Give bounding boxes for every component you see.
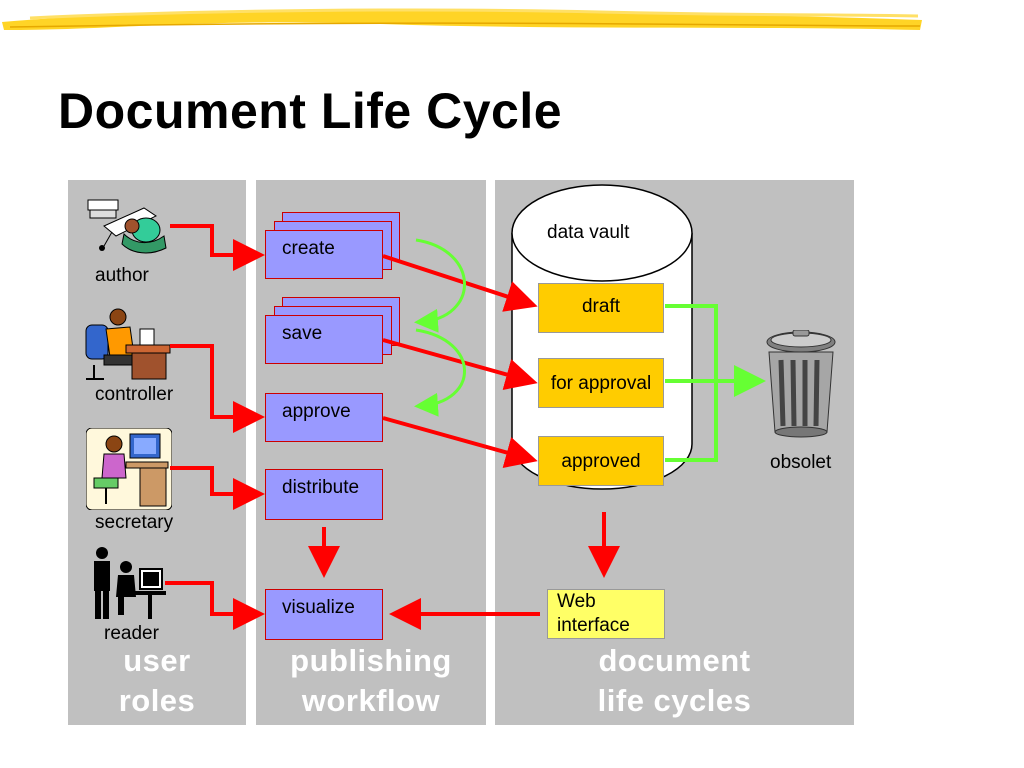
workflow-step-visualize-label: visualize	[282, 597, 355, 618]
web-interface-line1: Web	[557, 591, 596, 612]
workflow-step-create: create	[265, 230, 383, 279]
state-draft: draft	[538, 283, 664, 333]
highlighter-stroke	[2, 8, 922, 30]
publishing-workflow-label-line1: publishing	[290, 643, 452, 678]
author-at-desk-icon	[87, 199, 167, 254]
reader-at-computer-icon	[94, 547, 166, 619]
state-for-approval: for approval	[538, 358, 664, 408]
document-life-cycles-label-line2: life cycles	[597, 683, 752, 718]
role-controller-label: controller	[95, 384, 174, 405]
secretary-at-computer-icon	[86, 428, 172, 510]
state-for-approval-label: for approval	[550, 373, 652, 394]
controller-on-phone-icon	[85, 308, 171, 380]
arrow-draft-to-obsolete	[665, 304, 718, 381]
arrow-save-to-for-approval	[382, 338, 538, 390]
workflow-step-approve: approve	[265, 393, 383, 442]
user-roles-label-line1: user	[123, 643, 191, 678]
state-draft-label: draft	[581, 296, 621, 317]
arrow-approve-to-approved	[382, 416, 538, 468]
obsolete-label: obsolet	[770, 452, 832, 473]
data-vault-label: data vault	[547, 222, 630, 243]
publishing-workflow-label-line2: workflow	[301, 683, 441, 718]
document-life-cycles-label: document life cycles	[495, 641, 854, 721]
workflow-step-create-label: create	[282, 238, 335, 259]
workflow-step-distribute-label: distribute	[282, 477, 360, 498]
trash-can-icon	[766, 330, 836, 438]
workflow-step-save-label: save	[282, 323, 323, 344]
arrow-secretary-to-distribute	[170, 466, 265, 510]
workflow-step-save: save	[265, 315, 383, 364]
arrow-create-to-save-curve	[414, 238, 466, 333]
user-roles-label-line2: roles	[118, 683, 196, 718]
arrow-reader-to-visualize	[165, 581, 265, 630]
web-interface-line2: interface	[557, 615, 630, 636]
role-author-label: author	[95, 265, 149, 286]
state-approved-label: approved	[561, 451, 641, 472]
workflow-step-distribute: distribute	[265, 469, 383, 520]
arrow-approved-to-obsolete	[665, 381, 718, 462]
page-title: Document Life Cycle	[58, 83, 563, 139]
role-secretary-label: secretary	[95, 512, 174, 533]
user-roles-label: user roles	[68, 641, 246, 721]
arrow-controller-to-approve	[170, 344, 265, 433]
arrow-save-to-approve-curve	[414, 328, 466, 417]
arrow-create-to-draft	[382, 254, 538, 312]
publishing-workflow-label: publishing workflow	[256, 641, 486, 721]
document-life-cycles-label-line1: document	[598, 643, 751, 678]
workflow-step-visualize: visualize	[265, 589, 383, 640]
arrow-author-to-create	[170, 224, 265, 271]
workflow-step-approve-label: approve	[282, 401, 351, 422]
web-interface-box: Web interface	[547, 589, 665, 639]
role-reader-label: reader	[104, 623, 159, 644]
state-approved: approved	[538, 436, 664, 486]
